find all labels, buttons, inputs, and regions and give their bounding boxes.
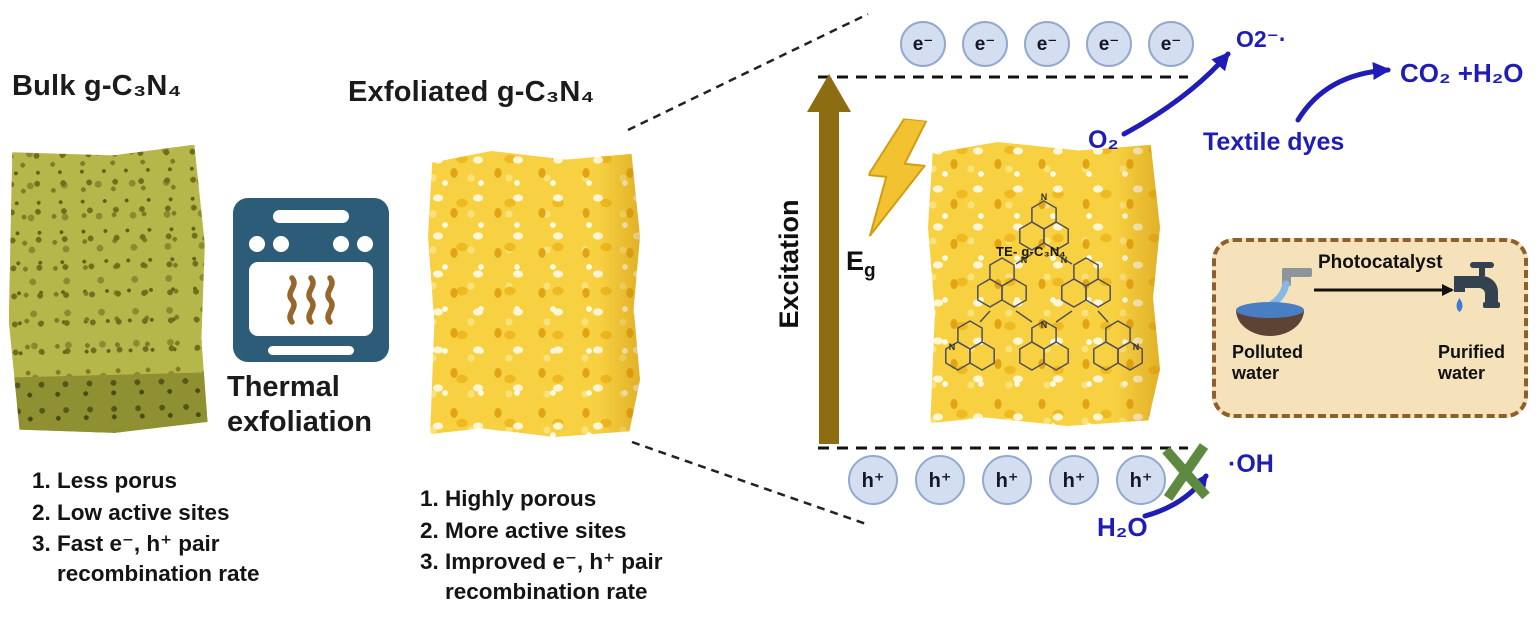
process-label: Thermal exfoliation xyxy=(227,371,373,439)
hole-icon: h⁺ xyxy=(915,455,965,505)
dyes-to-products-arrow xyxy=(1295,61,1391,123)
svg-text:N: N xyxy=(949,342,956,352)
blocked-x-icon xyxy=(1162,443,1210,501)
hole-icon: h⁺ xyxy=(848,455,898,505)
hole-icon: h⁺ xyxy=(1049,455,1099,505)
hole-icon: h⁺ xyxy=(1116,455,1166,505)
hole-icon: h⁺ xyxy=(982,455,1032,505)
water-label: H₂O xyxy=(1097,512,1148,542)
svg-text:N: N xyxy=(1021,255,1028,265)
nitrogen-atom-labels: N N N N N N xyxy=(949,192,1140,352)
bandgap-label: Eg xyxy=(846,246,876,282)
water-purification-inset: Photocatalyst Polluted water Purified wa… xyxy=(1212,238,1528,418)
bulk-title: Bulk g-C₃N₄ xyxy=(12,70,182,102)
list-item: Highly porous xyxy=(445,484,780,514)
excitation-arrow-head xyxy=(807,74,851,112)
oxygen-label: O₂ xyxy=(1088,126,1119,154)
svg-text:N: N xyxy=(1041,320,1048,330)
heat-waves-icon xyxy=(287,275,335,325)
water-drop-icon xyxy=(1456,298,1463,312)
co2-h2o-label: CO₂ +H₂O xyxy=(1400,58,1524,88)
list-item: Less porus xyxy=(57,466,362,496)
svg-text:N: N xyxy=(1041,192,1048,202)
superoxide-label: O2⁻· xyxy=(1236,26,1287,52)
electron-icon: e⁻ xyxy=(1086,21,1132,67)
hydroxyl-label: ·OH xyxy=(1228,450,1274,478)
purified-water-label: Purified water xyxy=(1438,342,1506,384)
bulk-sponge-base xyxy=(10,372,209,435)
exfoliated-sponge-illustration xyxy=(428,151,640,437)
polluted-water-label: Polluted water xyxy=(1232,342,1303,384)
excitation-arrow-shaft xyxy=(819,110,839,444)
electron-icon: e⁻ xyxy=(1024,21,1070,67)
bulk-sponge-illustration xyxy=(4,144,209,435)
electron-icon: e⁻ xyxy=(1148,21,1194,67)
exfoliated-title: Exfoliated g-C₃N₄ xyxy=(348,76,595,108)
bandgap-main: E xyxy=(846,246,865,276)
list-item: More active sites xyxy=(445,516,780,546)
excitation-label: Excitation xyxy=(774,199,804,329)
tap-icon xyxy=(1454,262,1500,312)
textile-dyes-label: Textile dyes xyxy=(1203,128,1345,156)
molecular-structure: N N N N N N xyxy=(945,192,1143,371)
list-item: Improved e⁻, h⁺ pair recombination rate xyxy=(445,547,780,606)
heptazine-network: N N N N N N xyxy=(945,192,1143,371)
electron-icon: e⁻ xyxy=(962,21,1008,67)
process-arrow xyxy=(1314,284,1454,296)
furnace-icon xyxy=(233,198,389,362)
lightning-icon xyxy=(867,117,928,237)
polluted-water-bowl-icon xyxy=(1236,268,1312,336)
list-item: Fast e⁻, h⁺ pair recombination rate xyxy=(57,529,362,588)
exfoliated-properties-list: Highly porous More active sites Improved… xyxy=(412,484,780,609)
svg-text:N: N xyxy=(1133,342,1140,352)
list-item: Low active sites xyxy=(57,498,362,528)
svg-text:N: N xyxy=(1061,255,1068,265)
bulk-properties-list: Less porus Low active sites Fast e⁻, h⁺ … xyxy=(24,466,362,591)
te-gcn-sponge-illustration: N N N N N N TE- g-C₃N₄ xyxy=(928,142,1160,426)
electron-icon: e⁻ xyxy=(900,21,946,67)
te-gcn-label: TE- g-C₃N₄ xyxy=(996,244,1066,259)
bandgap-sub: g xyxy=(864,260,876,282)
photocatalyst-label: Photocatalyst xyxy=(1318,252,1443,273)
